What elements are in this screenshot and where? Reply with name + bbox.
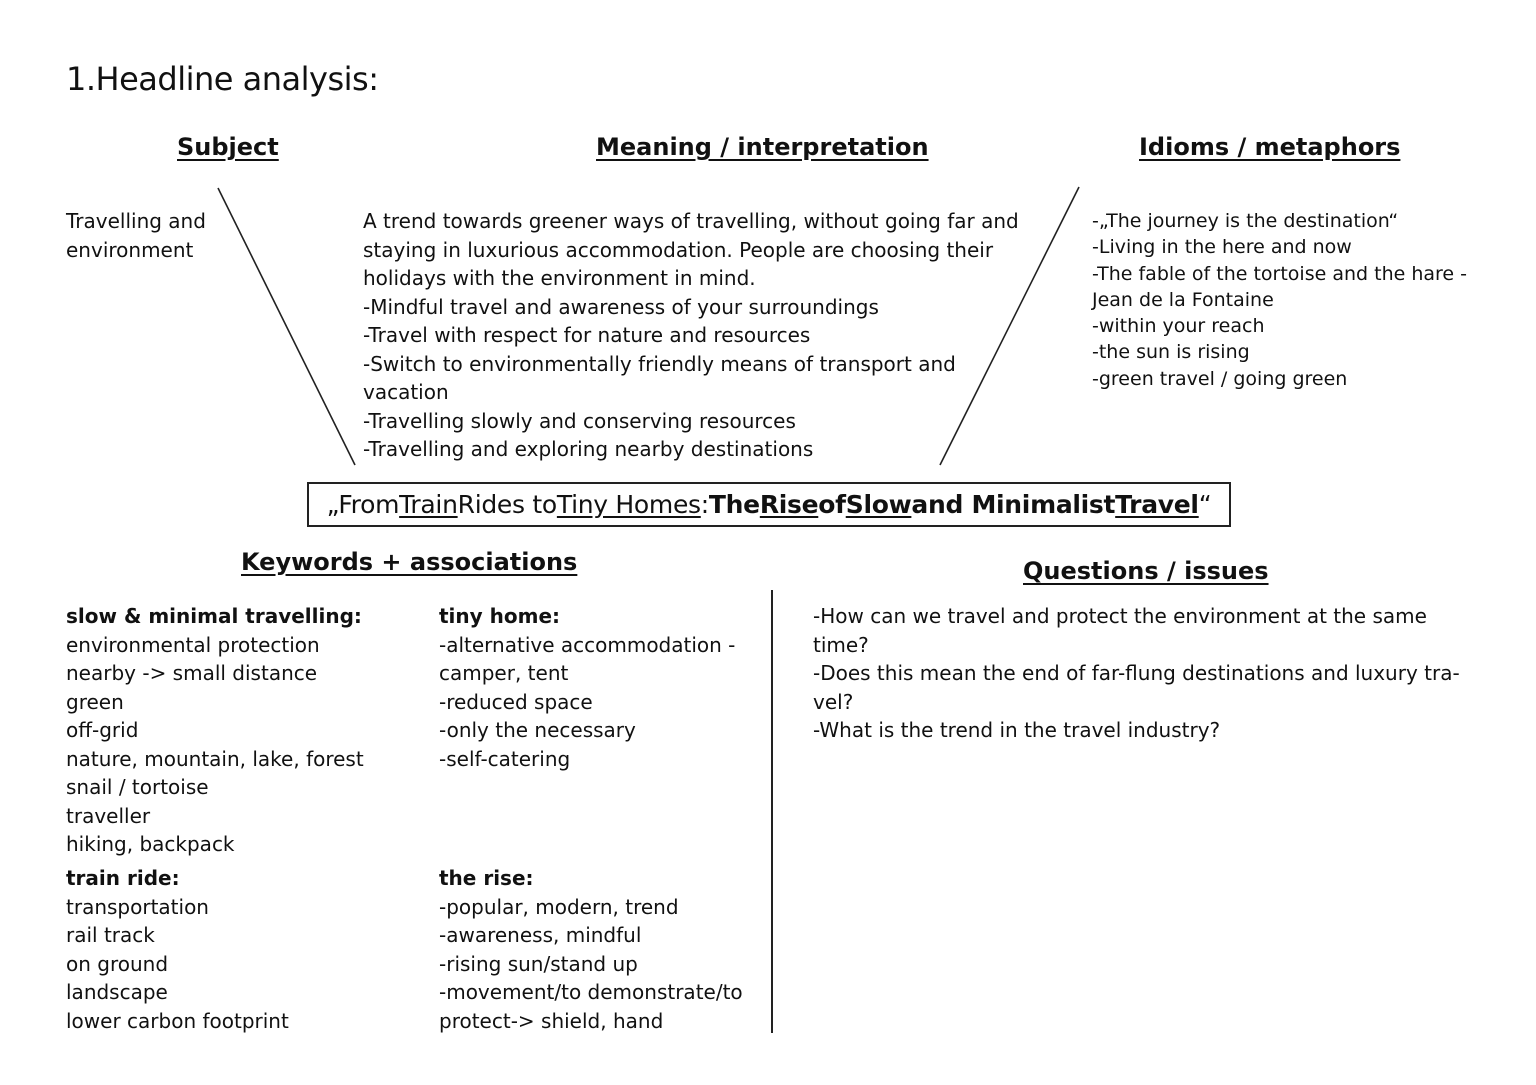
keyword-item: snail / tortoise xyxy=(66,775,209,799)
keyword-group-heading: the rise: xyxy=(439,866,534,890)
keyword-group-rise: the rise: -popular, modern, trend -aware… xyxy=(439,864,743,1035)
headline-part: The xyxy=(708,490,760,519)
meaning-line: vacation xyxy=(363,380,449,404)
meaning-text: A trend towards greener ways of travelli… xyxy=(363,207,1019,464)
meaning-line: -Travel with respect for nature and reso… xyxy=(363,323,811,347)
question-line: vel? xyxy=(813,689,854,714)
connector-line-left xyxy=(217,187,356,466)
keyword-item: traveller xyxy=(66,803,151,828)
idiom-line: -„The journey is the destination“ xyxy=(1092,210,1399,232)
page-title: 1.Headline analysis: xyxy=(66,60,379,98)
idiom-line: -the sun is rising xyxy=(1092,341,1250,364)
headline-part: “ xyxy=(1198,490,1212,519)
subject-text: Travelling and environment xyxy=(66,207,206,264)
headline-part: „From xyxy=(326,490,400,519)
heading-subject: Subject xyxy=(177,133,279,161)
keyword-item: hiking, backpack xyxy=(66,832,235,856)
heading-meaning: Meaning / interpretation xyxy=(596,133,929,161)
keyword-group-heading: tiny home: xyxy=(439,604,561,628)
subject-line: Travelling and xyxy=(66,209,206,233)
headline-box: „From Train Rides to Tiny Homes : The Ri… xyxy=(307,482,1231,527)
headline-part: Rides to xyxy=(457,490,558,519)
keyword-item: -self-catering xyxy=(439,746,571,771)
subject-line: environment xyxy=(66,237,194,262)
keyword-item: -awareness, mindful xyxy=(439,923,642,947)
meaning-line: staying in luxurious accommodation. Peop… xyxy=(363,237,994,262)
keyword-item: -reduced space xyxy=(439,689,593,714)
keyword-item: environmental protection xyxy=(66,632,320,657)
idioms-text: -„The journey is the destination“ -Livin… xyxy=(1092,208,1467,392)
questions-text: -How can we travel and protect the envir… xyxy=(813,602,1460,745)
question-line: -Does this mean the end of far-flung des… xyxy=(813,661,1460,685)
keyword-item: protect-> shield, hand xyxy=(439,1008,664,1033)
meaning-line: holidays with the environment in mind. xyxy=(363,266,756,290)
heading-keywords: Keywords + associations xyxy=(241,548,578,576)
meaning-line: -Travelling slowly and conserving resour… xyxy=(363,408,796,433)
question-line: time? xyxy=(813,632,869,657)
headline-part: Rise xyxy=(759,490,819,519)
heading-questions: Questions / issues xyxy=(1023,557,1269,585)
keyword-item: nearby -> small distance xyxy=(66,661,318,685)
idiom-line: -The fable of the tortoise and the hare … xyxy=(1092,262,1467,285)
idiom-line: -within your reach xyxy=(1092,315,1265,338)
idiom-line: -Living in the here and now xyxy=(1092,236,1352,259)
column-divider xyxy=(771,590,773,1033)
keyword-group-train: train ride: transportation rail track on… xyxy=(66,864,289,1035)
headline-part: : xyxy=(700,490,709,519)
keyword-item: on ground xyxy=(66,951,169,976)
headline-part: Tiny Homes xyxy=(556,490,701,519)
keyword-item: off-grid xyxy=(66,718,139,742)
headline-part: Train xyxy=(399,490,458,519)
keyword-item: transportation xyxy=(66,894,209,919)
headline-part: of xyxy=(818,490,846,519)
keyword-item: rail track xyxy=(66,923,155,947)
headline-part: Slow xyxy=(845,490,912,519)
idiom-line: -green travel / going green xyxy=(1092,367,1348,390)
meaning-line: -Mindful travel and awareness of your su… xyxy=(363,294,879,319)
headline-part: and Minimalist xyxy=(911,490,1116,519)
meaning-line: A trend towards greener ways of travelli… xyxy=(363,209,1019,233)
keyword-group-heading: train ride: xyxy=(66,866,180,890)
keyword-item: camper, tent xyxy=(439,661,569,685)
keyword-item: nature, mountain, lake, forest xyxy=(66,746,364,771)
idiom-line: Jean de la Fontaine xyxy=(1092,288,1274,311)
keyword-item: -popular, modern, trend xyxy=(439,894,679,919)
keyword-group-slow: slow & minimal travelling: environmental… xyxy=(66,602,364,859)
question-line: -How can we travel and protect the envir… xyxy=(813,604,1427,628)
keyword-item: -only the necessary xyxy=(439,718,636,742)
keyword-item: -rising sun/stand up xyxy=(439,951,638,976)
meaning-line: -Switch to environmentally friendly mean… xyxy=(363,351,956,376)
keyword-item: lower carbon footprint xyxy=(66,1008,289,1033)
meaning-line: -Travelling and exploring nearby destina… xyxy=(363,437,814,461)
keyword-item: -alternative accommodation - xyxy=(439,632,736,657)
heading-idioms: Idioms / metaphors xyxy=(1139,133,1401,161)
keyword-group-tiny: tiny home: -alternative accommodation - … xyxy=(439,602,735,773)
keyword-group-heading: slow & minimal travelling: xyxy=(66,604,362,628)
keyword-item: landscape xyxy=(66,980,168,1004)
keyword-item: -movement/to demonstrate/to xyxy=(439,980,743,1004)
keyword-item: green xyxy=(66,689,124,714)
question-line: -What is the trend in the travel industr… xyxy=(813,718,1221,742)
headline-part: Travel xyxy=(1115,490,1199,519)
